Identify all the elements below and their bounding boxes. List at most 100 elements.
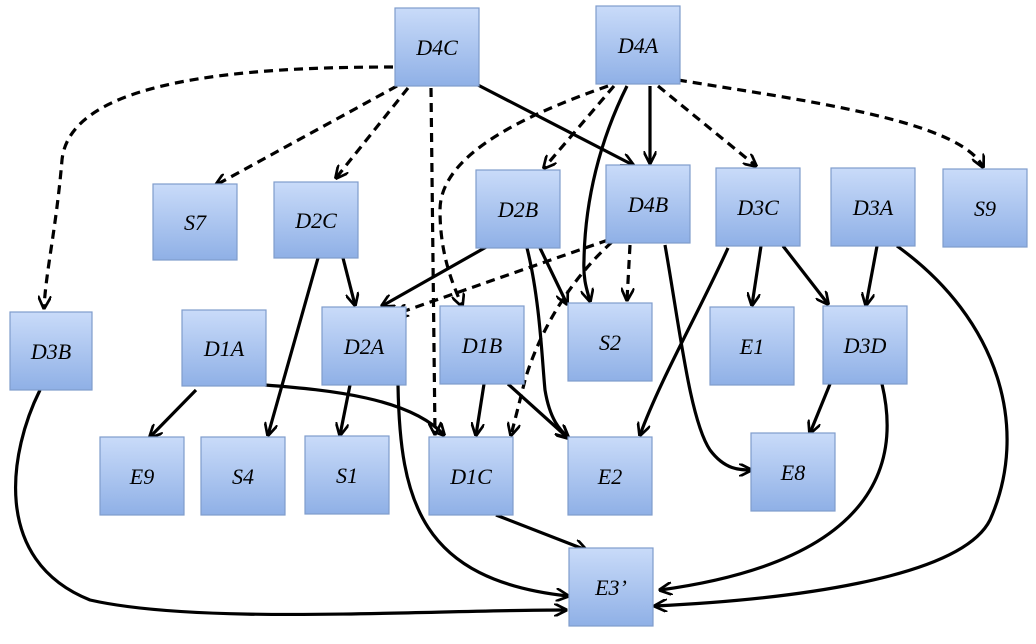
node-label: S7 [184, 210, 207, 235]
edge-d4a-to-d3c [656, 84, 756, 166]
edge-d2b-to-d2a [382, 244, 489, 306]
node-box [822, 305, 908, 385]
edge-d3c-to-e1 [752, 245, 763, 305]
node-s9: S9 [942, 168, 1028, 248]
node-label: D1C [449, 464, 492, 489]
edge-d4c-to-d1c [431, 87, 435, 434]
edge-d4a-to-s9 [677, 78, 983, 167]
edges-layer [14, 65, 1009, 614]
node-e8: E8 [750, 432, 836, 512]
node-label: D2A [343, 334, 385, 359]
node-box [830, 167, 916, 247]
edge-d3a-to-d3d [866, 245, 879, 305]
node-label: S2 [599, 330, 621, 355]
node-box [715, 167, 801, 247]
node-box [567, 436, 653, 516]
edge-d3d-to-e3p [660, 383, 889, 590]
node-e9: E9 [99, 436, 185, 516]
node-box [152, 183, 238, 261]
edge-d1b-to-d1c [476, 383, 486, 435]
edge-d3c-to-e2 [640, 247, 730, 435]
edge-d2c-to-s4 [268, 257, 320, 435]
node-box [439, 305, 525, 385]
node-box [567, 302, 653, 382]
node-d4c: D4C [394, 7, 480, 87]
node-box [428, 436, 514, 516]
edge-d4b-to-d1c [511, 240, 614, 435]
node-label: S1 [336, 463, 358, 488]
edge-d4a-to-s2 [584, 85, 629, 301]
edge-d4b-to-e8 [663, 244, 751, 470]
node-d4a: D4A [595, 5, 681, 85]
node-d3a: D3A [830, 167, 916, 247]
node-box [595, 5, 681, 85]
edge-d3d-to-e8 [810, 383, 832, 433]
node-d4b: D4B [605, 164, 691, 244]
edge-d1a-to-e9 [150, 388, 198, 437]
node-label: E9 [129, 464, 154, 489]
node-label: D2C [294, 208, 337, 233]
node-label: E1 [739, 334, 764, 359]
edge-d1c-to-e3p [495, 513, 586, 550]
node-label: D4A [617, 33, 659, 58]
edge-d1a-to-d1c [264, 383, 444, 435]
edge-d4a-to-d2b [544, 84, 616, 168]
node-e2: E2 [567, 436, 653, 516]
node-d3c: D3C [715, 167, 801, 247]
edge-d4c-to-d3b [44, 65, 394, 308]
edge-d3a-to-e3p [655, 244, 1009, 606]
node-s2: S2 [567, 302, 653, 382]
node-e3p: E3’ [568, 547, 654, 627]
node-d2b: D2B [475, 169, 561, 249]
edge-d2b-to-s2 [538, 247, 567, 304]
node-box [304, 435, 390, 515]
node-label: D2B [497, 197, 538, 222]
node-label: D4C [415, 35, 458, 60]
node-label: E3’ [594, 575, 627, 600]
node-label: S4 [232, 464, 254, 489]
edge-d1b-to-e2 [506, 382, 568, 438]
node-s1: S1 [304, 435, 390, 515]
edge-d4b-to-s2 [627, 244, 630, 300]
node-label: D3A [852, 195, 894, 220]
node-d2a: D2A [321, 306, 407, 386]
node-label: S9 [974, 196, 996, 221]
node-s7: S7 [152, 183, 238, 261]
node-d3b: D3B [9, 311, 93, 391]
node-d1b: D1B [439, 305, 525, 385]
edge-d4c-to-s7 [216, 84, 398, 185]
edge-d3c-to-d3d [781, 245, 828, 304]
node-label: D4B [627, 192, 668, 217]
node-box [394, 7, 480, 87]
edge-d4a-to-d1b [438, 84, 609, 306]
edge-d3b-to-e3p [14, 389, 566, 614]
node-box [475, 169, 561, 249]
node-box [99, 436, 185, 516]
edge-d4c-to-d4b [475, 82, 633, 165]
node-box [200, 436, 286, 516]
node-d3d: D3D [822, 305, 908, 385]
edge-d2a-to-e3p [396, 384, 568, 596]
edge-d4c-to-d2c [336, 87, 410, 178]
edge-d2c-to-d2a [341, 257, 355, 305]
node-box [181, 309, 267, 387]
node-label: E8 [780, 460, 805, 485]
node-label: E2 [597, 464, 622, 489]
node-box [568, 547, 654, 627]
node-box [605, 164, 691, 244]
node-label: D3C [736, 195, 779, 220]
edge-d2a-to-s1 [340, 384, 352, 435]
node-box [9, 311, 93, 391]
node-label: D1B [461, 333, 502, 358]
node-box [709, 306, 795, 386]
node-s4: S4 [200, 436, 286, 516]
node-box [750, 432, 836, 512]
node-e1: E1 [709, 306, 795, 386]
node-box [273, 181, 359, 259]
node-box [942, 168, 1028, 248]
node-box [321, 306, 407, 386]
node-d1c: D1C [428, 436, 514, 516]
edge-d4b-to-d2a [396, 238, 609, 314]
